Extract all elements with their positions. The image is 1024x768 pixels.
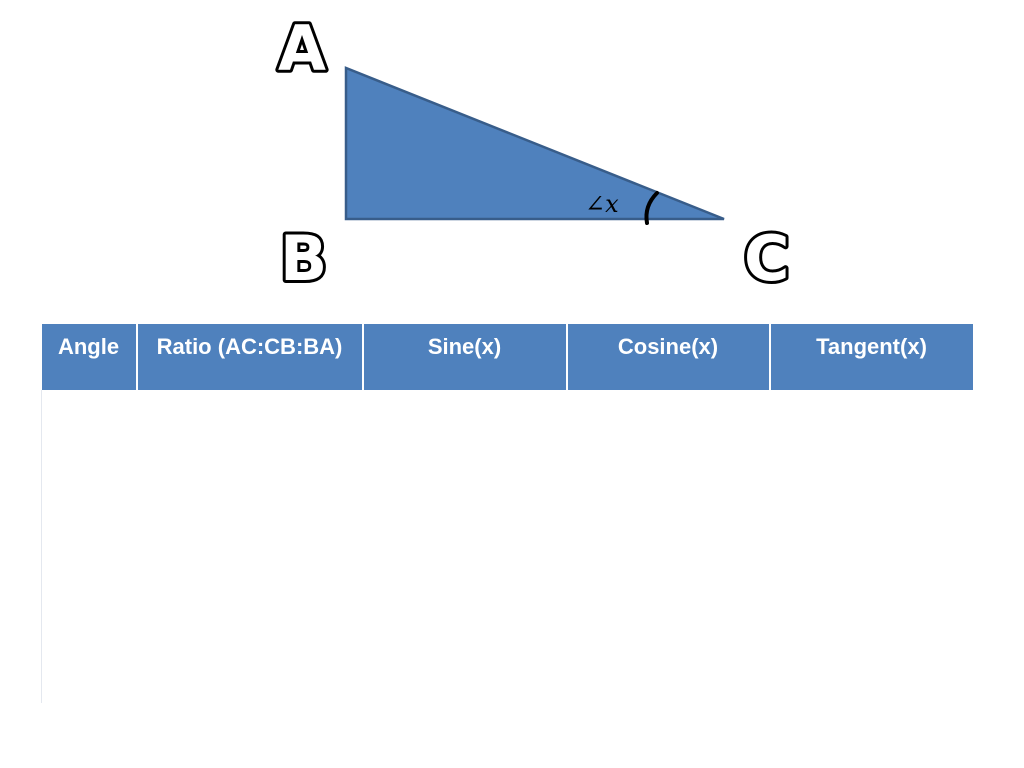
table-cell-sine — [362, 390, 567, 703]
vertex-c-label: C — [744, 222, 790, 295]
trig-ratio-table: Angle Ratio (AC:CB:BA) Sine(x) Cosine(x)… — [41, 324, 973, 703]
table-cell-angle — [41, 390, 137, 703]
angle-x-label: ∠x — [585, 190, 619, 218]
header-ratio: Ratio (AC:CB:BA) — [135, 324, 363, 390]
table-row — [41, 390, 973, 703]
table-header-row: Angle Ratio (AC:CB:BA) Sine(x) Cosine(x)… — [41, 324, 973, 390]
angle-x-arc — [644, 191, 659, 225]
header-sine: Sine(x) — [361, 324, 567, 390]
table-cell-cosine — [566, 390, 770, 703]
table-cell-tangent — [769, 390, 973, 703]
header-tangent: Tangent(x) — [768, 324, 973, 390]
triangle-abc — [344, 66, 725, 221]
header-cosine: Cosine(x) — [565, 324, 770, 390]
right-triangle-diagram: ∠x A B C — [275, 9, 793, 298]
vertex-b-label: B — [280, 222, 327, 295]
vertex-a-label: A — [278, 12, 326, 85]
table-cell-ratio — [136, 390, 363, 703]
header-angle: Angle — [41, 324, 137, 390]
